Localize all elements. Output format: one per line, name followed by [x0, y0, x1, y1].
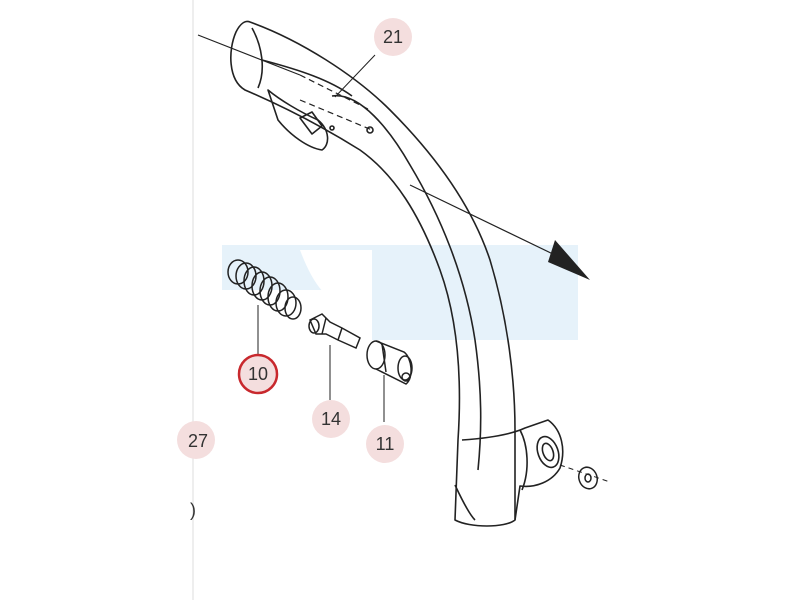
selection-ring	[237, 353, 279, 395]
callout-14[interactable]: 14	[312, 400, 350, 438]
callout-label: 14	[321, 409, 341, 429]
direction-arrow-icon	[548, 240, 590, 280]
leader-lines	[257, 54, 385, 422]
callout-21[interactable]: 21	[374, 18, 412, 56]
washer-icon	[577, 466, 599, 490]
axis-line	[197, 34, 556, 256]
callout-label: 11	[376, 434, 395, 454]
callout-label: 21	[383, 27, 403, 47]
callout-label: 10	[248, 364, 268, 384]
callout-bubble	[177, 421, 215, 459]
handle-tube-icon	[230, 20, 564, 527]
callout-27-partial[interactable]: 27	[177, 421, 215, 459]
callout-10-selected[interactable]: 10	[237, 353, 279, 395]
callout-bubble	[374, 18, 412, 56]
watermark	[222, 245, 578, 340]
callout-11[interactable]: 11	[366, 425, 404, 463]
coil-spring-icon	[227, 259, 302, 320]
callout-fragment-label: 27	[188, 431, 208, 451]
callout-bubble	[239, 355, 277, 393]
callout-bubble	[366, 425, 404, 463]
bushing-icon	[366, 340, 413, 385]
pin-icon	[308, 313, 361, 350]
edge-fragment-paren: )	[190, 500, 196, 520]
callout-bubble	[312, 400, 350, 438]
